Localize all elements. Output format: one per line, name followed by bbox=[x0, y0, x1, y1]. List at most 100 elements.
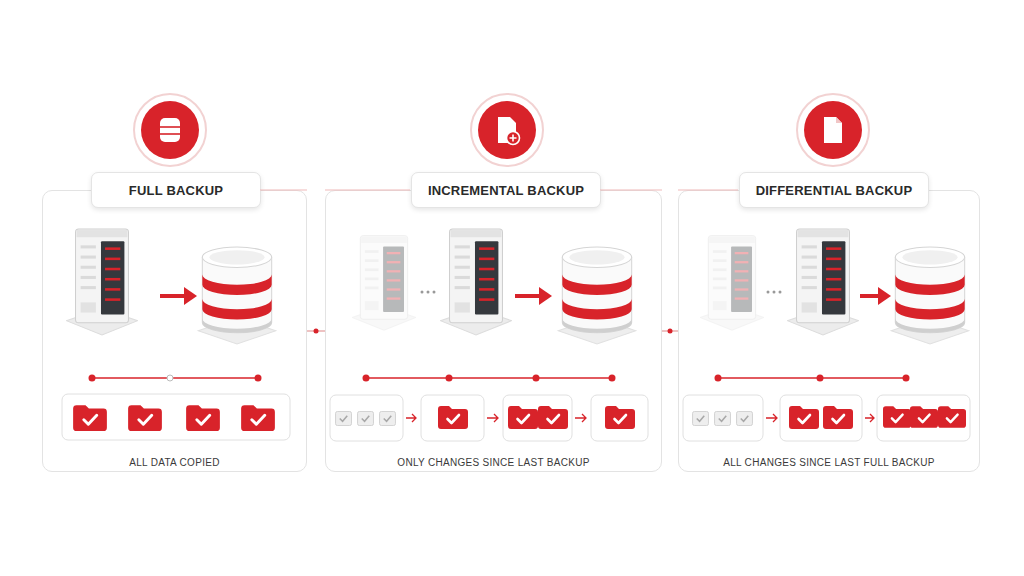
backup-set bbox=[421, 395, 484, 441]
panel-caption: ONLY CHANGES SINCE LAST BACKUP bbox=[326, 457, 661, 468]
faded-server bbox=[700, 236, 764, 331]
ellipsis-dot bbox=[773, 291, 776, 294]
accent-line bbox=[325, 190, 410, 191]
backup-panel: INCREMENTAL BACKUPONLY CHANGES SINCE LAS… bbox=[325, 190, 662, 472]
backup-set bbox=[877, 395, 970, 441]
timeline-dot bbox=[363, 375, 370, 382]
folder bbox=[438, 406, 468, 429]
timeline-dot bbox=[255, 375, 262, 382]
icon-doc-fold bbox=[836, 117, 842, 123]
database-icon bbox=[134, 94, 206, 166]
faded-server bbox=[352, 236, 416, 331]
backup-set bbox=[683, 395, 763, 441]
timeline-dot bbox=[167, 375, 173, 381]
step-arrow bbox=[487, 414, 498, 422]
timeline-dot bbox=[446, 375, 453, 382]
server bbox=[787, 229, 858, 335]
backup-set bbox=[503, 395, 572, 441]
ellipsis-dot bbox=[433, 291, 436, 294]
accent-line bbox=[678, 190, 738, 191]
timeline bbox=[92, 377, 258, 378]
timeline-dot bbox=[533, 375, 540, 382]
panel-caption: ALL CHANGES SINCE LAST FULL BACKUP bbox=[679, 457, 979, 468]
timeline-dot bbox=[89, 375, 96, 382]
unchanged-file bbox=[737, 411, 753, 425]
icon-ring bbox=[134, 94, 206, 166]
folder bbox=[73, 405, 107, 431]
timeline-dot bbox=[715, 375, 722, 382]
ellipsis-dot bbox=[779, 291, 782, 294]
unchanged-file bbox=[336, 411, 352, 425]
icon-doc bbox=[824, 117, 842, 143]
icon-plus-disc bbox=[507, 132, 520, 145]
file-icon bbox=[797, 94, 869, 166]
folder bbox=[910, 406, 938, 427]
server bbox=[66, 229, 137, 335]
folder bbox=[605, 406, 635, 429]
unchanged-file bbox=[380, 411, 396, 425]
accent-line bbox=[260, 190, 307, 191]
panel-connector bbox=[307, 330, 325, 331]
folder bbox=[538, 406, 568, 429]
step-arrow bbox=[406, 414, 416, 422]
icon-disc bbox=[478, 101, 536, 159]
icon-db-line bbox=[160, 126, 180, 128]
folder bbox=[883, 406, 911, 427]
accent-line bbox=[600, 190, 662, 191]
folder bbox=[508, 406, 538, 429]
icon-db-line bbox=[160, 133, 180, 135]
timeline bbox=[718, 377, 906, 378]
server bbox=[440, 229, 511, 335]
panel-title: INCREMENTAL BACKUP bbox=[411, 172, 601, 208]
database bbox=[558, 247, 636, 344]
icon-ring bbox=[471, 94, 543, 166]
icon-plus bbox=[510, 135, 517, 142]
backup-panel: DIFFERENTIAL BACKUPALL CHANGES SINCE LAS… bbox=[678, 190, 980, 472]
ellipsis-dot bbox=[427, 291, 430, 294]
backup-set bbox=[591, 395, 648, 441]
transfer-arrow bbox=[160, 294, 186, 298]
step-arrow bbox=[766, 414, 777, 422]
step-arrow bbox=[865, 414, 874, 422]
icon-disc bbox=[804, 101, 862, 159]
connector-dot bbox=[668, 329, 673, 334]
ellipsis-dot bbox=[767, 291, 770, 294]
folder bbox=[789, 406, 819, 429]
backup-set bbox=[330, 395, 403, 441]
unchanged-file bbox=[715, 411, 731, 425]
arrow-head bbox=[539, 287, 552, 305]
icon-disc bbox=[141, 101, 199, 159]
folder bbox=[823, 406, 853, 429]
icon-db bbox=[160, 118, 180, 142]
step-arrow bbox=[575, 414, 586, 422]
backup-set bbox=[780, 395, 862, 441]
panel-caption: ALL DATA COPIED bbox=[43, 457, 306, 468]
timeline-dot bbox=[817, 375, 824, 382]
panel-title: FULL BACKUP bbox=[91, 172, 261, 208]
panel-title: DIFFERENTIAL BACKUP bbox=[739, 172, 929, 208]
backup-set bbox=[62, 394, 290, 440]
connector-dot bbox=[314, 329, 319, 334]
ellipsis-dot bbox=[421, 291, 424, 294]
database bbox=[891, 247, 969, 344]
transfer-arrow bbox=[860, 294, 880, 298]
timeline-dot bbox=[903, 375, 910, 382]
icon-ring bbox=[797, 94, 869, 166]
folder bbox=[186, 405, 220, 431]
arrow-head bbox=[184, 287, 197, 305]
folder bbox=[938, 406, 966, 427]
database bbox=[198, 247, 276, 344]
transfer-arrow bbox=[515, 294, 541, 298]
unchanged-file bbox=[358, 411, 374, 425]
folder bbox=[241, 405, 275, 431]
arrow-head bbox=[878, 287, 891, 305]
backup-panel: FULL BACKUPALL DATA COPIED bbox=[42, 190, 307, 472]
panel-connector bbox=[662, 330, 678, 331]
unchanged-file bbox=[693, 411, 709, 425]
timeline-dot bbox=[609, 375, 616, 382]
